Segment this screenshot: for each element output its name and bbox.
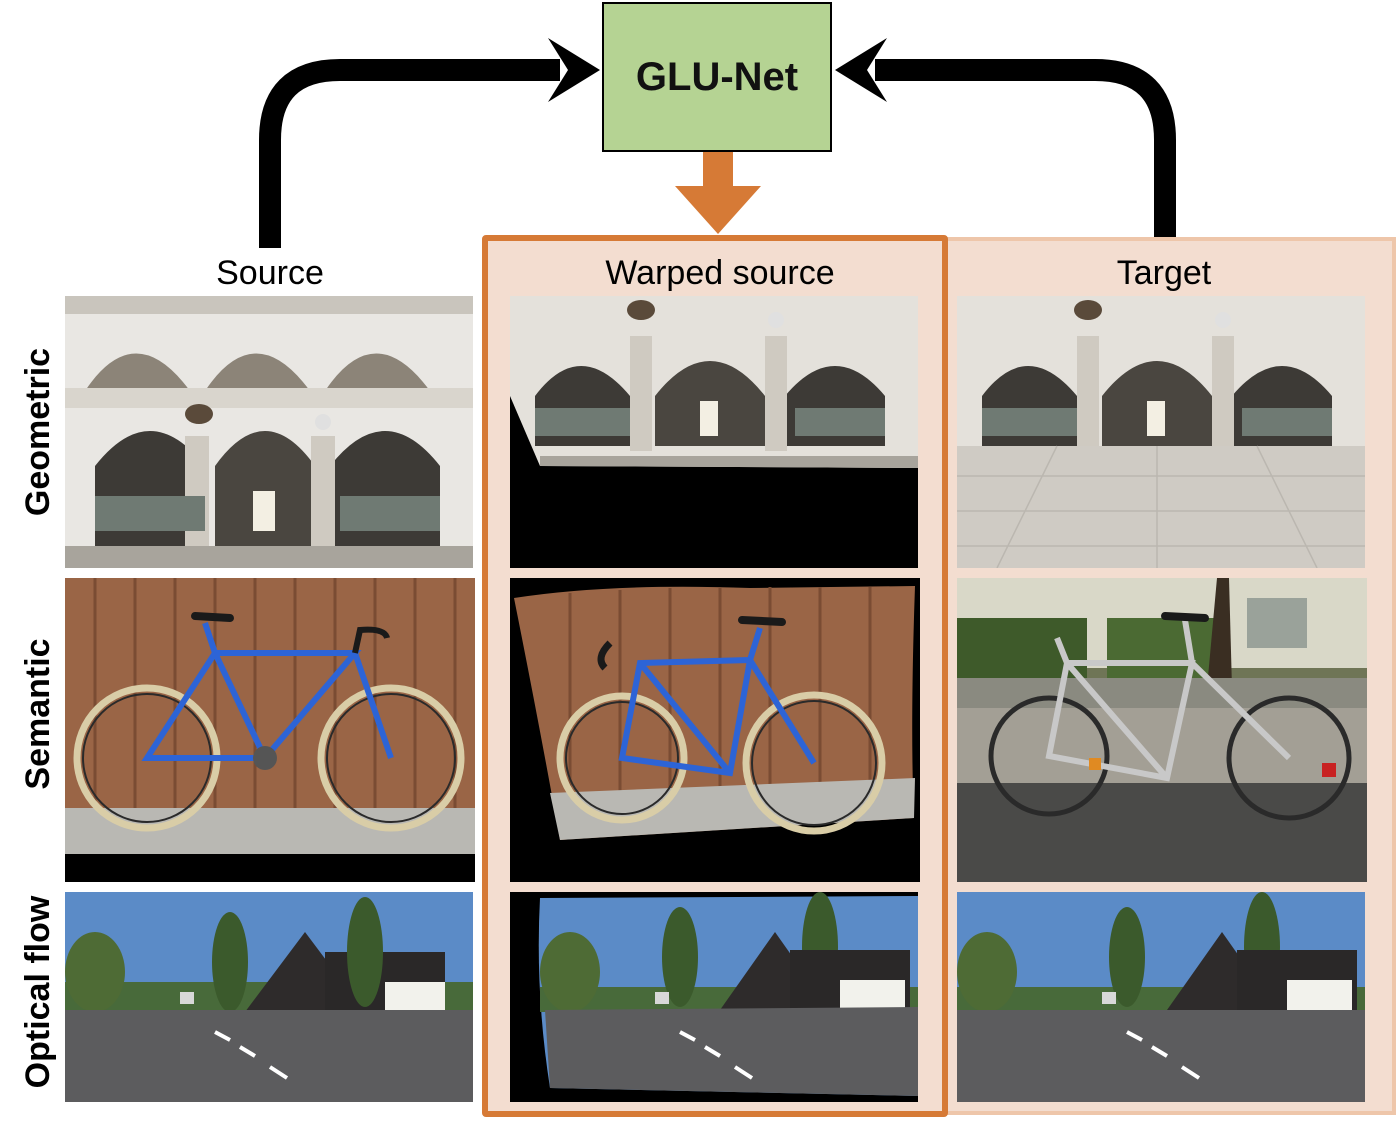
row-label-semantic: Semantic — [19, 638, 57, 790]
glu-net-box: GLU-Net — [602, 2, 832, 152]
image-target-optical-flow — [957, 892, 1365, 1102]
target-to-model-arrow — [875, 59, 1176, 248]
image-source-optical-flow — [65, 892, 473, 1102]
image-warped-geometric — [510, 296, 918, 568]
image-source-semantic — [65, 578, 475, 882]
image-warped-optical-flow — [510, 892, 918, 1102]
row-label-optical-flow: Optical flow — [19, 895, 57, 1089]
column-title-target: Target — [1116, 254, 1212, 292]
column-title-warped: Warped source — [605, 254, 835, 292]
output-arrowhead — [675, 186, 761, 234]
column-title-source: Source — [216, 254, 324, 292]
image-target-geometric — [957, 296, 1365, 568]
image-source-geometric — [65, 296, 473, 568]
image-target-semantic — [957, 578, 1367, 882]
image-warped-semantic — [510, 578, 920, 882]
row-label-geometric: Geometric — [19, 347, 57, 517]
target-arrowhead — [835, 38, 887, 102]
model-name: GLU-Net — [635, 54, 799, 99]
output-arrow-shaft — [703, 152, 733, 188]
source-arrowhead — [548, 38, 600, 102]
source-to-model-arrow — [259, 59, 560, 248]
